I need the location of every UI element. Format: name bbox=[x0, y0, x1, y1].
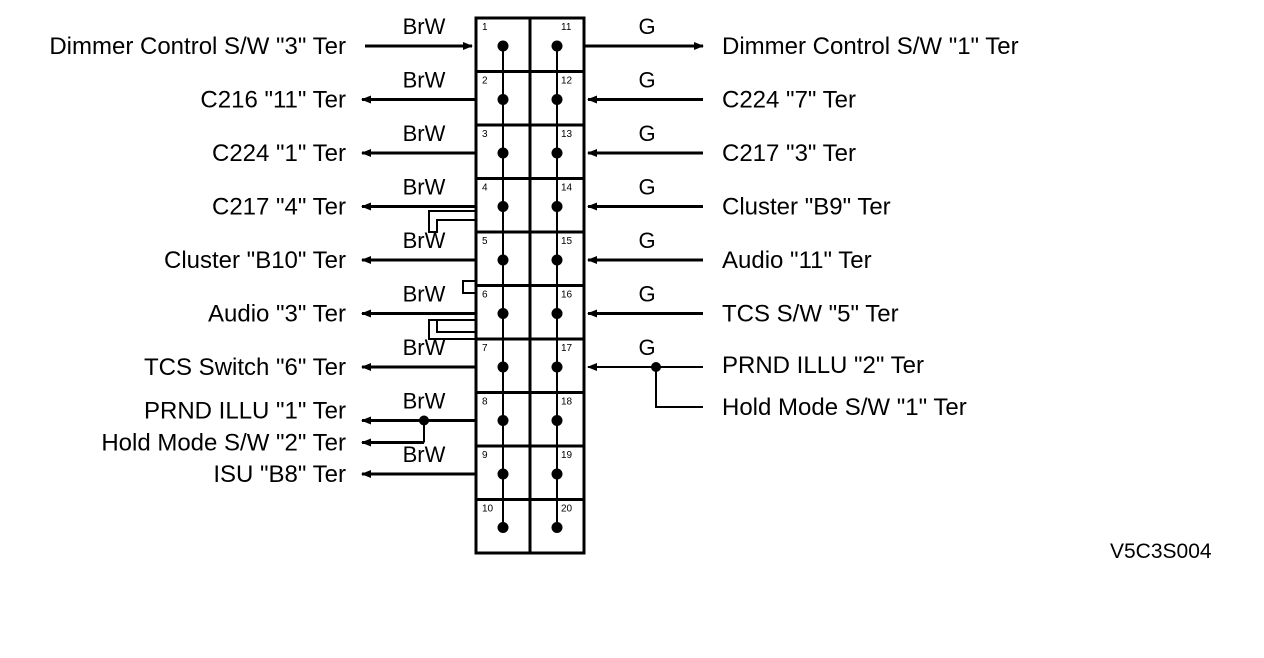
wire-color-label: BrW bbox=[403, 121, 446, 146]
pin-number: 15 bbox=[561, 236, 573, 247]
pin-number: 19 bbox=[561, 450, 573, 461]
pin-number: 12 bbox=[561, 76, 573, 87]
bus-lines bbox=[502, 46, 558, 526]
wire-color-label: G bbox=[638, 175, 655, 200]
wire-color-label: G bbox=[638, 14, 655, 39]
wire-color-label: BrW bbox=[403, 14, 446, 39]
wire-color-label: G bbox=[638, 228, 655, 253]
pin-dot bbox=[551, 361, 563, 373]
pin-dot bbox=[497, 361, 509, 373]
wire-color-label: G bbox=[638, 121, 655, 146]
pin-dot bbox=[551, 415, 563, 426]
jumper-tabs bbox=[428, 210, 476, 340]
pin-dot bbox=[551, 201, 563, 212]
wire-color-label: BrW bbox=[403, 282, 446, 307]
pin-number: 10 bbox=[482, 504, 494, 515]
connection-label: Cluster "B10" Ter bbox=[164, 247, 346, 274]
pin-number: 18 bbox=[561, 397, 573, 408]
pin-number: 14 bbox=[561, 183, 573, 194]
pin-number: 17 bbox=[561, 343, 573, 354]
pin-number: 13 bbox=[561, 129, 573, 140]
wire-color-label: BrW bbox=[403, 442, 446, 467]
connection-label: PRND ILLU "2" Ter bbox=[722, 352, 924, 379]
pin-dot bbox=[551, 522, 563, 533]
wire-color-label: BrW bbox=[403, 175, 446, 200]
pin-dot bbox=[497, 468, 509, 480]
connection-label: Hold Mode S/W "2" Ter bbox=[101, 430, 346, 457]
wire-color-label: BrW bbox=[403, 68, 446, 93]
wire-branch bbox=[655, 367, 703, 408]
connection-label: C217 "3" Ter bbox=[722, 140, 856, 167]
connection-label: TCS Switch "6" Ter bbox=[144, 354, 346, 381]
pin-number: 2 bbox=[482, 76, 488, 87]
pin-number: 9 bbox=[482, 450, 488, 461]
pin-dot bbox=[551, 94, 563, 105]
figure-code: V5C3S004 bbox=[1110, 540, 1212, 563]
pin-dot bbox=[551, 147, 563, 159]
connection-label: PRND ILLU "1" Ter bbox=[144, 398, 346, 425]
splice-dot bbox=[419, 415, 429, 426]
connector-row-dividers bbox=[476, 70, 584, 501]
pin-number: 3 bbox=[482, 129, 488, 140]
pin-dot bbox=[551, 468, 563, 480]
connection-label: C224 "7" Ter bbox=[722, 87, 856, 114]
pin-number: 5 bbox=[482, 236, 488, 247]
pin-number: 16 bbox=[561, 290, 573, 301]
pin-dot bbox=[551, 40, 563, 52]
pin-dot bbox=[497, 415, 509, 426]
pin-number: 7 bbox=[482, 343, 488, 354]
connection-label: Audio "11" Ter bbox=[722, 247, 872, 274]
pin-dot bbox=[497, 147, 509, 159]
connection-label: Cluster "B9" Ter bbox=[722, 194, 891, 221]
wire-color-label: BrW bbox=[403, 228, 446, 253]
connection-label: Dimmer Control S/W "1" Ter bbox=[722, 33, 1019, 60]
pin-dot bbox=[497, 308, 509, 319]
wire-color-label: G bbox=[638, 282, 655, 307]
pin-dot bbox=[551, 254, 563, 266]
wire-color-label: BrW bbox=[403, 389, 446, 414]
pin-dot bbox=[551, 308, 563, 319]
wire-color-label: G bbox=[638, 335, 655, 360]
wire-color-label: G bbox=[638, 68, 655, 93]
connection-label: TCS S/W "5" Ter bbox=[722, 301, 899, 328]
connection-label: Audio "3" Ter bbox=[208, 301, 346, 328]
connection-label: C217 "4" Ter bbox=[212, 194, 346, 221]
pin-dot bbox=[497, 40, 509, 52]
pin-dot bbox=[497, 94, 509, 105]
connection-label: C216 "11" Ter bbox=[200, 87, 346, 114]
pin-number: 4 bbox=[482, 183, 488, 194]
pin-number: 6 bbox=[482, 290, 488, 301]
pin-number: 11 bbox=[561, 22, 572, 33]
pin-number: 8 bbox=[482, 397, 488, 408]
pin-number: 20 bbox=[561, 504, 573, 515]
connection-label: C224 "1" Ter bbox=[212, 140, 346, 167]
connection-label: Dimmer Control S/W "3" Ter bbox=[49, 33, 346, 60]
pin-number: 1 bbox=[482, 22, 488, 33]
connection-label: Hold Mode S/W "1" Ter bbox=[722, 394, 967, 421]
pin-dot bbox=[497, 201, 509, 212]
pin-dot bbox=[497, 522, 509, 533]
pin-dot bbox=[497, 254, 509, 266]
connection-label: ISU "B8" Ter bbox=[213, 461, 346, 488]
